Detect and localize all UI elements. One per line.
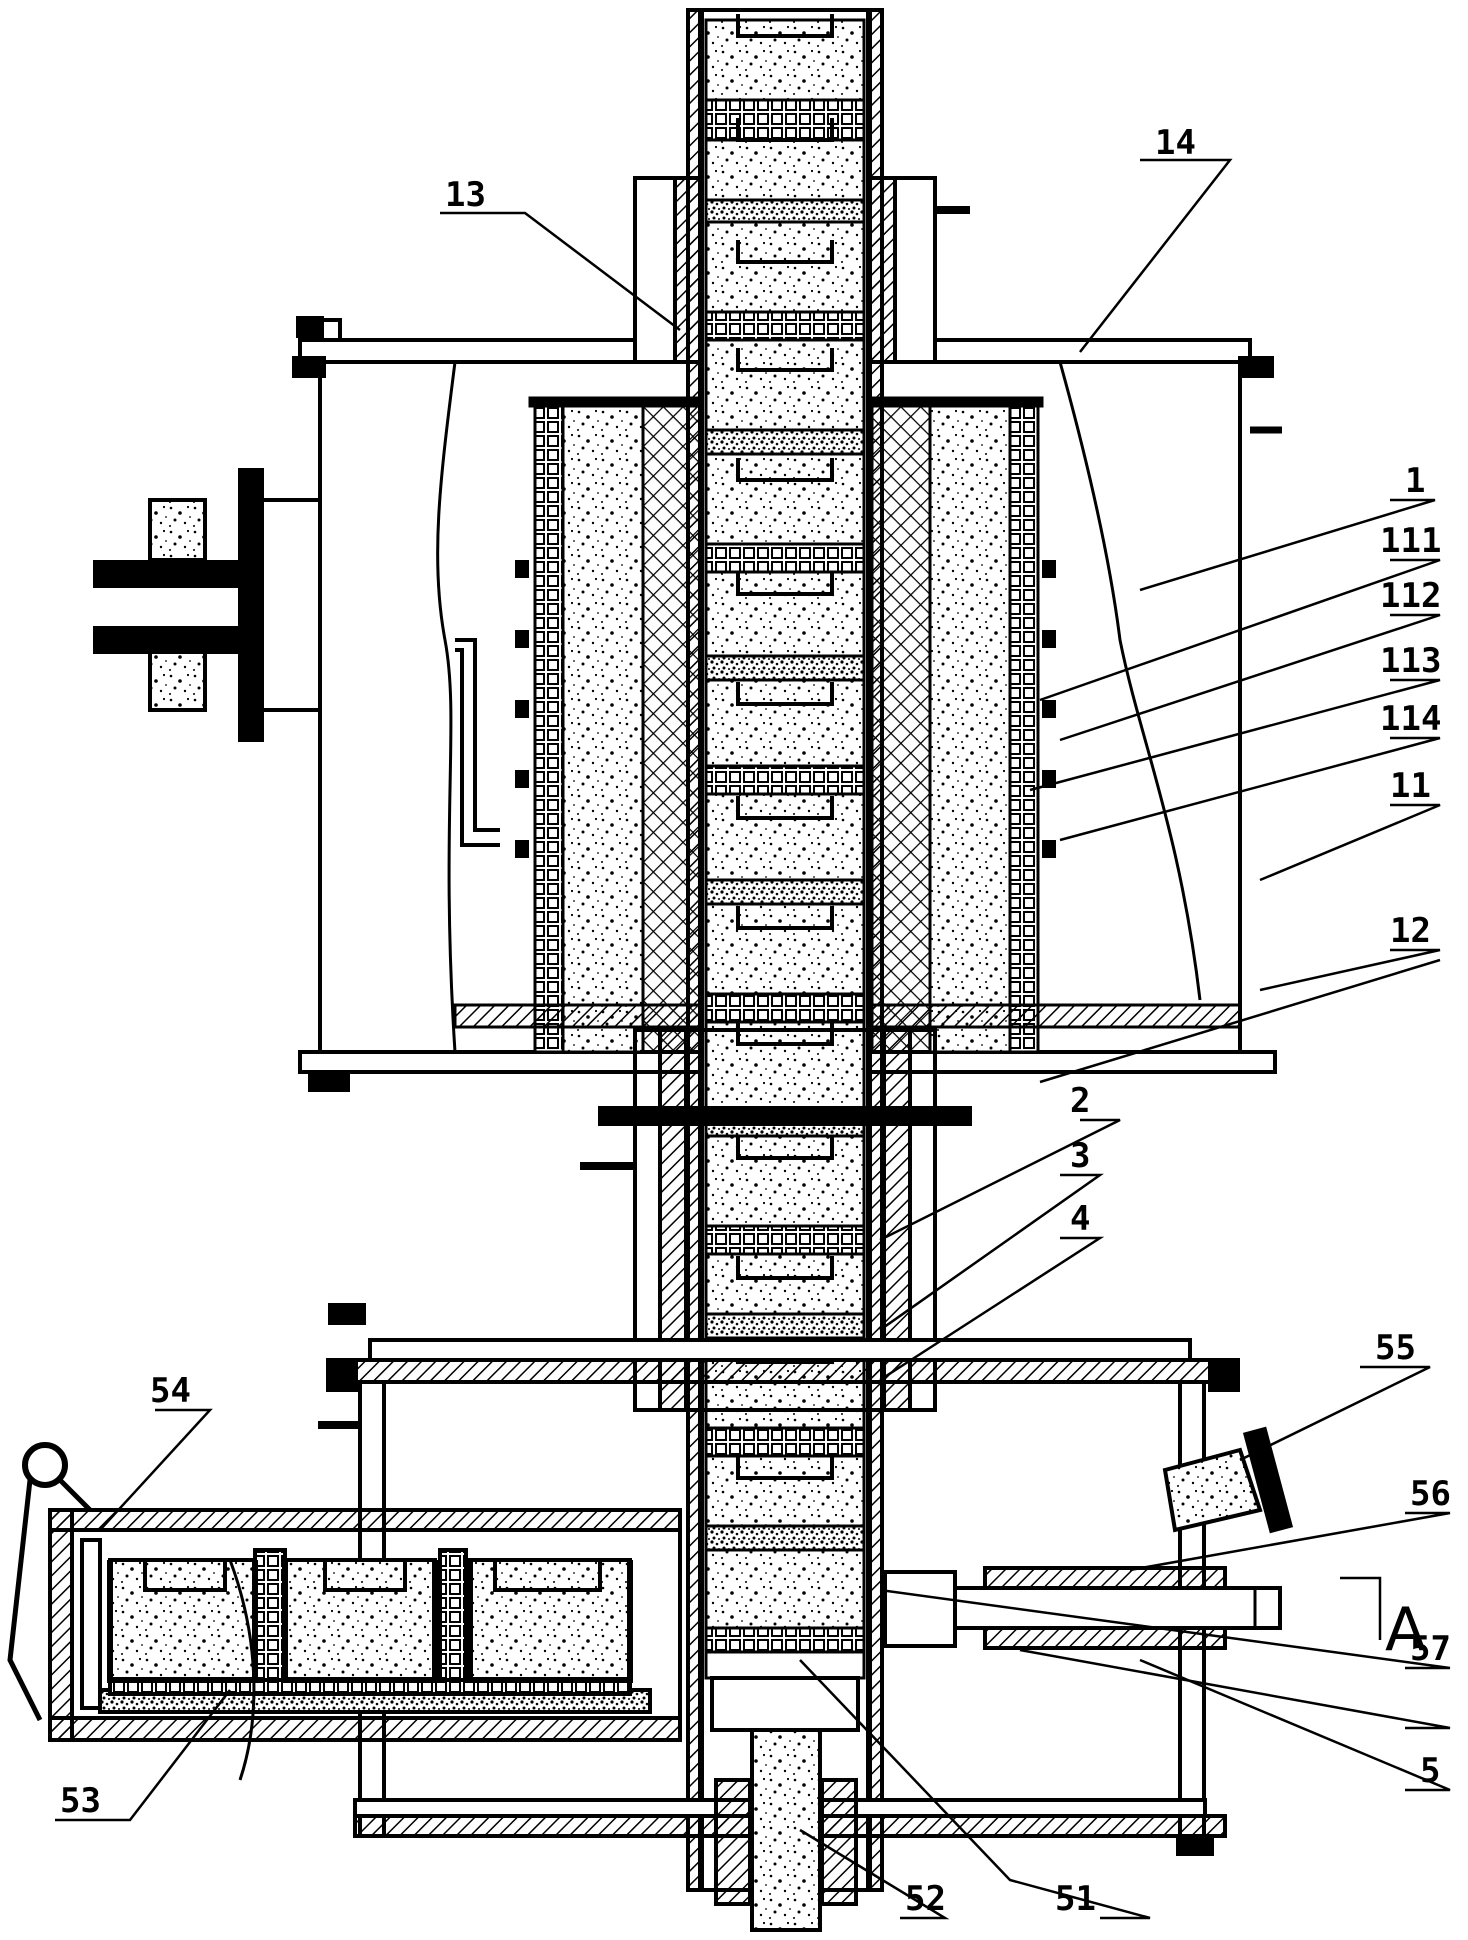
leader-lines: [55, 158, 1451, 1920]
label-55: 55: [1375, 1328, 1416, 1368]
label-54: 54: [150, 1371, 191, 1411]
label-14: 14: [1155, 123, 1196, 163]
push-rod: [710, 1676, 860, 1932]
label-13: 13: [445, 175, 486, 215]
side-feeder-boat: [7, 1442, 682, 1781]
label-112: 112: [1380, 576, 1441, 616]
label-53: 53: [60, 1781, 101, 1821]
label-113: 113: [1380, 641, 1441, 681]
label-114: 114: [1380, 699, 1441, 739]
crucible-cup-outlines: [736, 14, 834, 1480]
label-51: 51: [1055, 1879, 1096, 1919]
label-111: 111: [1380, 521, 1441, 561]
label-2: 2: [1070, 1081, 1090, 1121]
label-57: 57: [1410, 1629, 1451, 1669]
crucible-stack: [704, 18, 866, 1680]
label-52: 52: [905, 1879, 946, 1919]
label-3: 3: [1070, 1136, 1090, 1176]
label-1: 1: [1405, 461, 1425, 501]
label-5: 5: [1420, 1751, 1440, 1791]
label-12: 12: [1390, 911, 1431, 951]
section-label-a: A: [1385, 1595, 1426, 1665]
part-labels: 13 14 1 111 112 113 114 11 12 2 3 4 55 5…: [60, 123, 1451, 1919]
label-11: 11: [1390, 766, 1431, 806]
label-4: 4: [1070, 1199, 1090, 1239]
label-56: 56: [1410, 1474, 1451, 1514]
electrode-connector: [93, 468, 500, 847]
side-push-mechanism: [883, 1426, 1294, 1650]
